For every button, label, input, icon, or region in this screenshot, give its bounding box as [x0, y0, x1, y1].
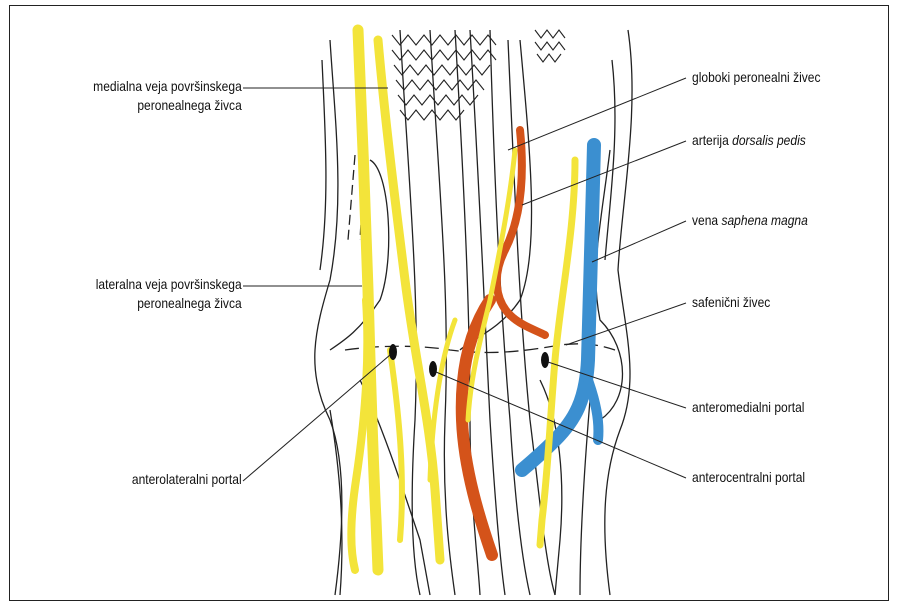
portal-anteromedial — [541, 352, 549, 368]
label-globoki-peronealni: globoki peronealni živec — [692, 68, 821, 87]
label-medialna-veja: medialna veja površinskega peronealnega … — [93, 77, 242, 115]
arterija-dorsalis-pedis — [462, 130, 545, 555]
label-vena-saphena-magna: vena saphena magna — [692, 211, 808, 230]
label-anteromedialni-portal: anteromedialni portal — [692, 398, 804, 417]
label-anterocentralni-portal: anterocentralni portal — [692, 468, 805, 487]
label-anterolateralni-portal: anterolateralni portal — [132, 470, 242, 489]
label-lateralna-veja: lateralna veja površinskega peronealnega… — [96, 275, 242, 313]
zigzag-pattern — [392, 30, 565, 120]
portal-anterolateral — [389, 344, 397, 360]
label-arterija-dorsalis-pedis: arterija dorsalis pedis — [692, 131, 806, 150]
portal-anterocentral — [429, 361, 437, 377]
label-safenicni-zivec: safenični živec — [692, 293, 770, 312]
